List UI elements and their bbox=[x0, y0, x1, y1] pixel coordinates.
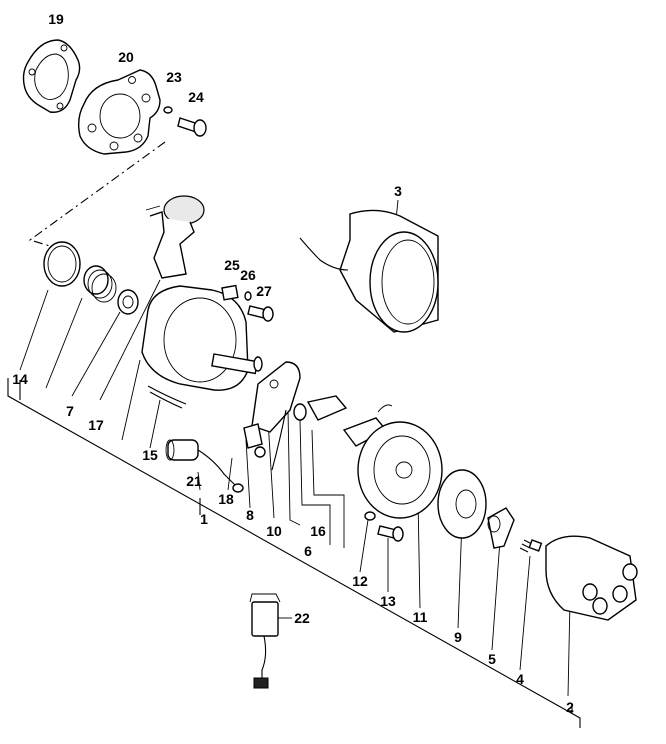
callout-2: 2 bbox=[566, 699, 574, 715]
part-o-ring bbox=[43, 241, 81, 287]
part-shield bbox=[437, 469, 487, 539]
part-vacuum-unit bbox=[145, 195, 205, 279]
part-square-nut bbox=[221, 284, 239, 301]
part-condenser bbox=[165, 439, 244, 493]
part-lock-washer bbox=[244, 291, 252, 301]
callout-27: 27 bbox=[256, 283, 272, 299]
callout-18: 18 bbox=[218, 491, 234, 507]
callout-1: 1 bbox=[200, 511, 208, 527]
part-carbon-brush bbox=[519, 539, 543, 553]
part-mount-screw bbox=[247, 305, 274, 322]
callout-16: 16 bbox=[310, 523, 326, 539]
part-contact-set bbox=[293, 395, 393, 447]
callout-3: 3 bbox=[394, 183, 402, 199]
part-fixing-screw bbox=[377, 525, 404, 542]
callout-10: 10 bbox=[266, 523, 282, 539]
callout-26: 26 bbox=[240, 267, 256, 283]
callout-11: 11 bbox=[413, 609, 428, 625]
part-clip bbox=[147, 385, 187, 409]
callout-13: 13 bbox=[380, 593, 396, 609]
callout-7: 7 bbox=[66, 403, 74, 419]
callout-20: 20 bbox=[118, 49, 134, 65]
callout-4: 4 bbox=[516, 671, 524, 687]
part-drive-plate bbox=[357, 421, 443, 519]
part-flange-plate bbox=[77, 69, 161, 155]
part-breaker-plate bbox=[243, 361, 301, 471]
callout-15: 15 bbox=[142, 447, 158, 463]
callout-21: 21 bbox=[186, 473, 202, 489]
part-rotor bbox=[487, 507, 515, 549]
callout-6: 6 bbox=[304, 543, 312, 559]
part-e-clip bbox=[364, 511, 376, 521]
callout-25: 25 bbox=[224, 257, 240, 273]
part-module bbox=[249, 593, 281, 689]
callout-8: 8 bbox=[246, 507, 254, 523]
callout-23: 23 bbox=[166, 69, 182, 85]
part-gasket bbox=[22, 39, 81, 113]
part-distributor-cap bbox=[545, 535, 638, 621]
leader-lines bbox=[19, 199, 571, 697]
part-dust-cover bbox=[299, 209, 439, 333]
part-washer-small bbox=[163, 106, 173, 114]
callout-14: 14 bbox=[12, 371, 28, 387]
callout-19: 19 bbox=[48, 11, 64, 27]
callout-12: 12 bbox=[352, 573, 368, 589]
callout-17: 17 bbox=[88, 417, 104, 433]
callout-5: 5 bbox=[488, 651, 496, 667]
callout-24: 24 bbox=[188, 89, 204, 105]
callout-labels: 19 20 23 24 3 25 26 27 14 7 17 15 21 18 … bbox=[12, 11, 574, 715]
callout-9: 9 bbox=[454, 629, 462, 645]
part-distributor-housing bbox=[141, 285, 263, 391]
part-spring bbox=[83, 265, 117, 303]
callout-22: 22 bbox=[294, 610, 310, 626]
part-thrust-washer bbox=[117, 289, 139, 315]
part-screw bbox=[177, 117, 207, 137]
reference-lines bbox=[7, 378, 581, 728]
